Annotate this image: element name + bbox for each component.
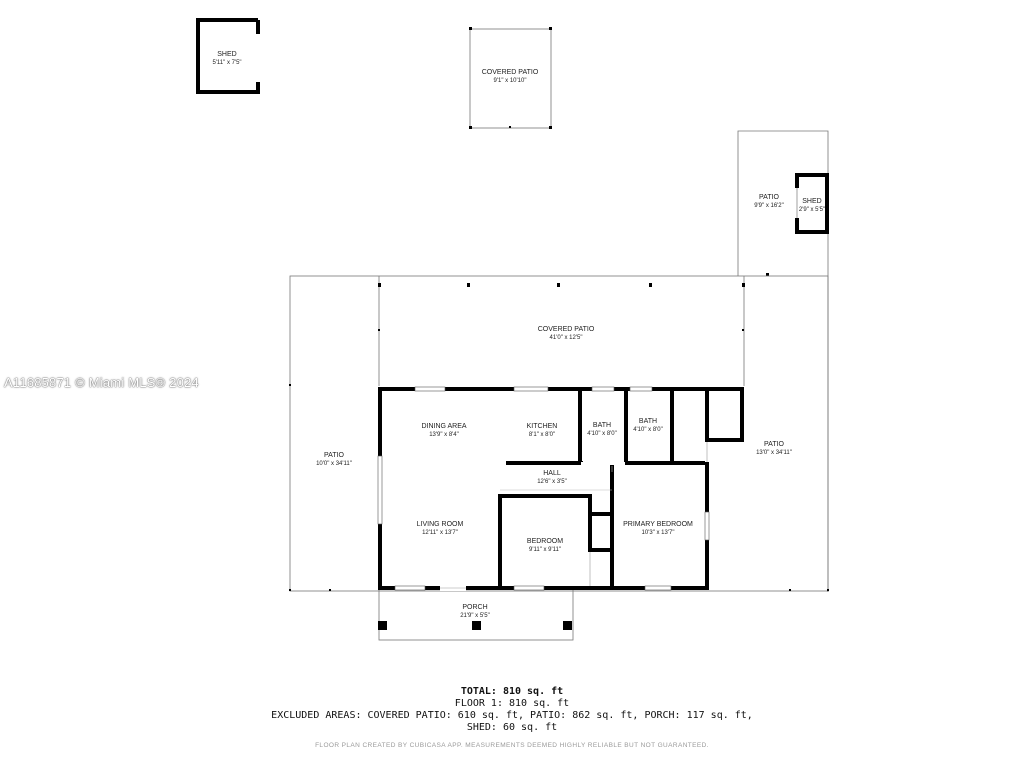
patio-right-label: PATIO	[764, 441, 785, 448]
kitchen-dims: 8'1" x 8'0"	[529, 432, 555, 438]
covered-patio-top-dims: 9'1" x 10'10"	[494, 78, 527, 84]
bedroom-label: BEDROOM	[527, 538, 563, 545]
shed-top-label: SHED	[217, 51, 236, 58]
disclaimer: FLOOR PLAN CREATED BY CUBICASA APP. MEAS…	[315, 742, 709, 749]
dining-area-label: DINING AREA	[421, 423, 466, 430]
bath-1-label: BATH	[593, 422, 611, 429]
patio-left-dims: 10'0" x 34'11"	[316, 461, 352, 467]
primary-bedroom-label: PRIMARY BEDROOM	[623, 521, 693, 528]
hall-dims: 12'6" x 3'5"	[537, 479, 567, 485]
covered-patio-main-label: COVERED PATIO	[538, 326, 595, 333]
patio-left-label: PATIO	[324, 452, 345, 459]
excluded-areas: EXCLUDED AREAS: COVERED PATIO: 610 sq. f…	[271, 710, 753, 721]
bath-1-dims: 4'10" x 8'0"	[587, 431, 617, 437]
living-room-dims: 12'11" x 13'7"	[422, 530, 458, 536]
living-room-label: LIVING ROOM	[417, 521, 464, 528]
area-totals: TOTAL: 810 sq. ft FLOOR 1: 810 sq. ft EX…	[262, 686, 762, 734]
covered-patio-top-label: COVERED PATIO	[482, 69, 539, 76]
bedroom-dims: 9'11" x 9'11"	[529, 547, 561, 553]
shed-area: SHED: 60 sq. ft	[466, 722, 558, 733]
mls-watermark: A11685871 © Miami MLS® 2024	[4, 375, 199, 390]
total-area: TOTAL: 810 sq. ft	[460, 686, 564, 697]
bath-2-dims: 4'10" x 8'0"	[633, 427, 663, 433]
dining-area-dims: 13'9" x 8'4"	[429, 432, 459, 438]
shed-top-dims: 5'11" x 7'5"	[212, 60, 241, 66]
patio-right-dims: 13'0" x 34'11"	[756, 450, 792, 456]
shed-right-dims: 2'9" x 5'5"	[799, 207, 825, 213]
porch-dims: 21'9" x 5'5"	[460, 613, 490, 619]
bath-2-label: BATH	[639, 418, 657, 425]
porch-label: PORCH	[462, 604, 487, 611]
door-openings	[440, 442, 709, 591]
covered-patio-main-dims: 41'0" x 12'5"	[550, 335, 583, 341]
hall-label: HALL	[543, 470, 561, 477]
covered-patio-top	[469, 27, 552, 129]
shed-right-label: SHED	[802, 198, 821, 205]
house-walls	[378, 387, 744, 590]
room-labels: SHED 5'11" x 7'5" COVERED PATIO 9'1" x 1…	[212, 51, 825, 619]
floor-area: FLOOR 1: 810 sq. ft	[454, 698, 570, 709]
windows	[377, 386, 710, 591]
shed-top	[196, 18, 260, 94]
kitchen-label: KITCHEN	[527, 423, 558, 430]
patio-outline	[289, 275, 829, 592]
primary-bedroom-dims: 10'3" x 13'7"	[642, 530, 675, 536]
patio-right-top-label: PATIO	[759, 194, 780, 201]
patio-right-top-dims: 9'9" x 16'2"	[754, 203, 784, 209]
